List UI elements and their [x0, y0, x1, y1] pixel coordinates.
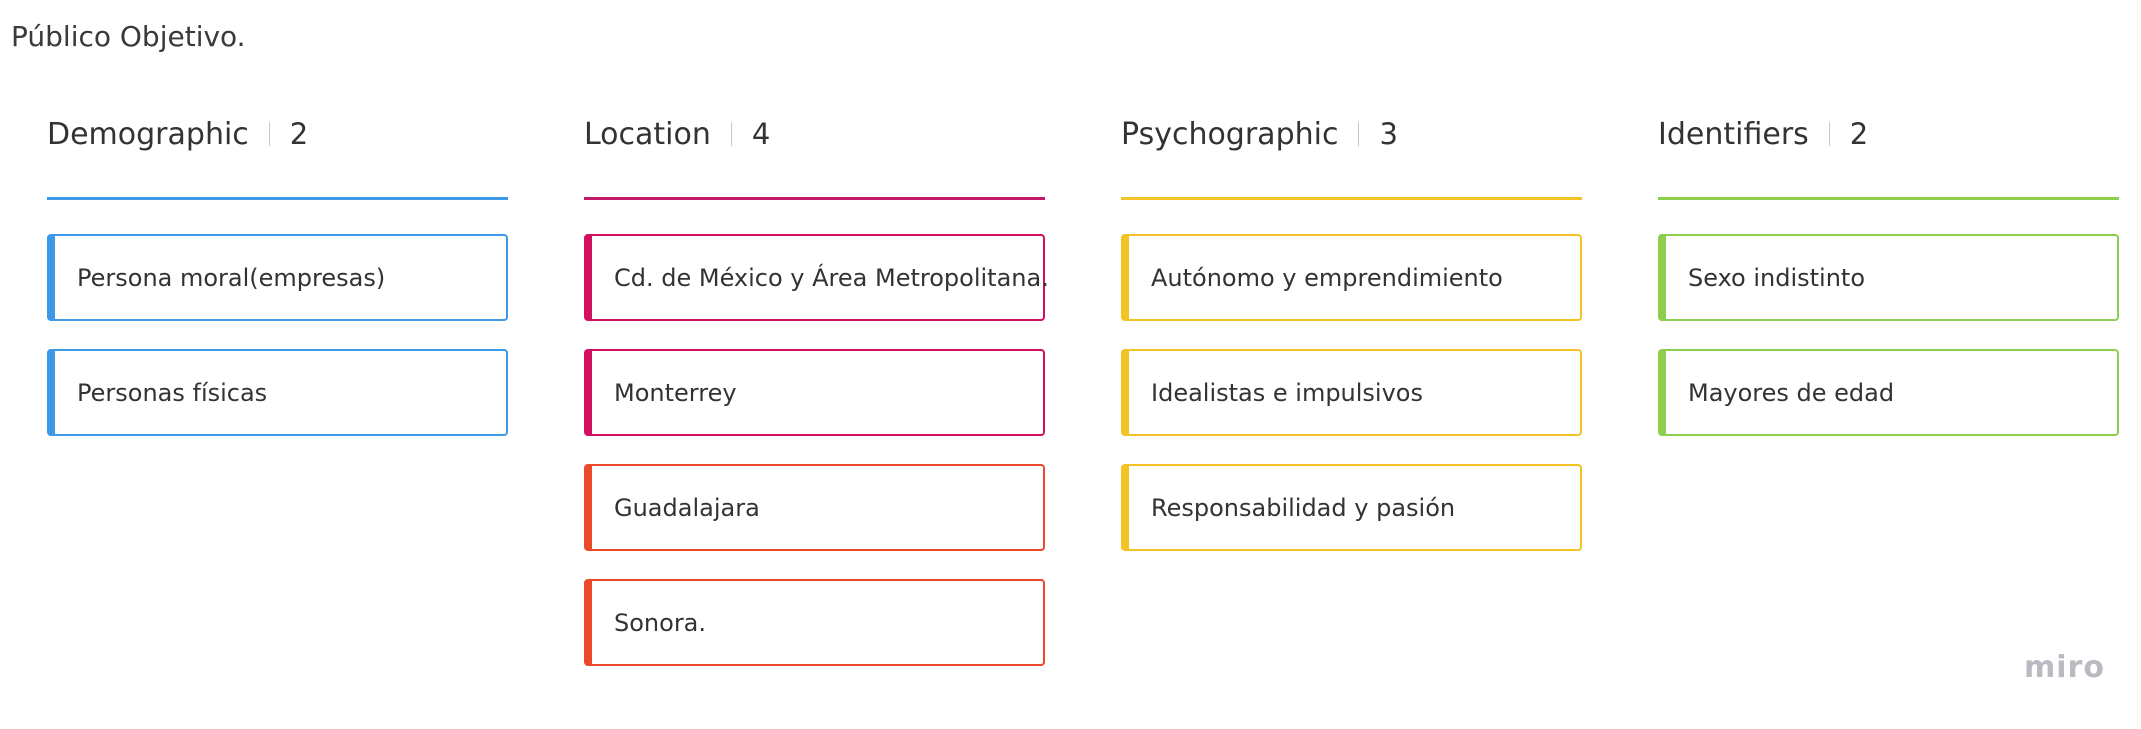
- column-count: 3: [1379, 117, 1398, 151]
- card[interactable]: Personas físicas: [47, 349, 508, 436]
- column-divider: [1658, 197, 2119, 200]
- card[interactable]: Sexo indistinto: [1658, 234, 2119, 321]
- card[interactable]: Idealistas e impulsivos: [1121, 349, 1582, 436]
- miro-logo: miro: [2024, 650, 2105, 685]
- column-header[interactable]: Location 4: [584, 114, 1045, 154]
- column-count: 4: [751, 117, 771, 151]
- card-list: Cd. de México y Área Metropolitana. Mont…: [584, 234, 1049, 666]
- column-header[interactable]: Identifiers 2: [1658, 114, 2119, 154]
- column-header-divider: [268, 122, 270, 146]
- column-title: Location: [584, 116, 711, 152]
- card-text: Guadalajara: [614, 493, 760, 522]
- column-divider: [1121, 197, 1582, 200]
- card[interactable]: Autónomo y emprendimiento: [1121, 234, 1582, 321]
- card-text: Cd. de México y Área Metropolitana.: [614, 263, 1049, 292]
- card-list: Autónomo y emprendimiento Idealistas e i…: [1121, 234, 1582, 551]
- column-identifiers: Identifiers 2 Sexo indistinto Mayores de…: [1658, 114, 2119, 464]
- card-text: Monterrey: [614, 378, 737, 407]
- card[interactable]: Monterrey: [584, 349, 1045, 436]
- column-location: Location 4 Cd. de México y Área Metropol…: [584, 114, 1049, 694]
- column-header-divider: [730, 122, 732, 146]
- card-list: Sexo indistinto Mayores de edad: [1658, 234, 2119, 436]
- card-text: Responsabilidad y pasión: [1151, 493, 1456, 522]
- card[interactable]: Mayores de edad: [1658, 349, 2119, 436]
- card-list: Persona moral(empresas) Personas físicas: [47, 234, 508, 436]
- card-text: Persona moral(empresas): [77, 263, 386, 292]
- column-header-divider: [1828, 122, 1830, 146]
- column-count: 2: [289, 117, 309, 151]
- card-text: Personas físicas: [77, 378, 268, 407]
- column-header[interactable]: Demographic 2: [47, 114, 508, 154]
- column-title: Psychographic: [1121, 116, 1339, 152]
- card-text: Sonora.: [614, 608, 707, 637]
- column-demographic: Demographic 2 Persona moral(empresas) Pe…: [47, 114, 508, 464]
- card-text: Idealistas e impulsivos: [1151, 378, 1423, 407]
- column-title: Identifiers: [1658, 116, 1809, 152]
- column-title: Demographic: [47, 116, 249, 152]
- card[interactable]: Sonora.: [584, 579, 1045, 666]
- card[interactable]: Cd. de México y Área Metropolitana.: [584, 234, 1049, 321]
- column-header-divider: [1358, 122, 1360, 146]
- column-psychographic: Psychographic 3 Autónomo y emprendimient…: [1121, 114, 1582, 579]
- card-text: Sexo indistinto: [1688, 263, 1866, 292]
- column-divider: [47, 197, 508, 200]
- card[interactable]: Guadalajara: [584, 464, 1045, 551]
- card[interactable]: Responsabilidad y pasión: [1121, 464, 1582, 551]
- card[interactable]: Persona moral(empresas): [47, 234, 508, 321]
- column-header[interactable]: Psychographic 3: [1121, 114, 1582, 154]
- board-title: Público Objetivo.: [11, 20, 246, 53]
- card-text: Mayores de edad: [1688, 378, 1895, 407]
- card-text: Autónomo y emprendimiento: [1151, 263, 1503, 292]
- column-divider: [584, 197, 1045, 200]
- column-count: 2: [1849, 117, 1869, 151]
